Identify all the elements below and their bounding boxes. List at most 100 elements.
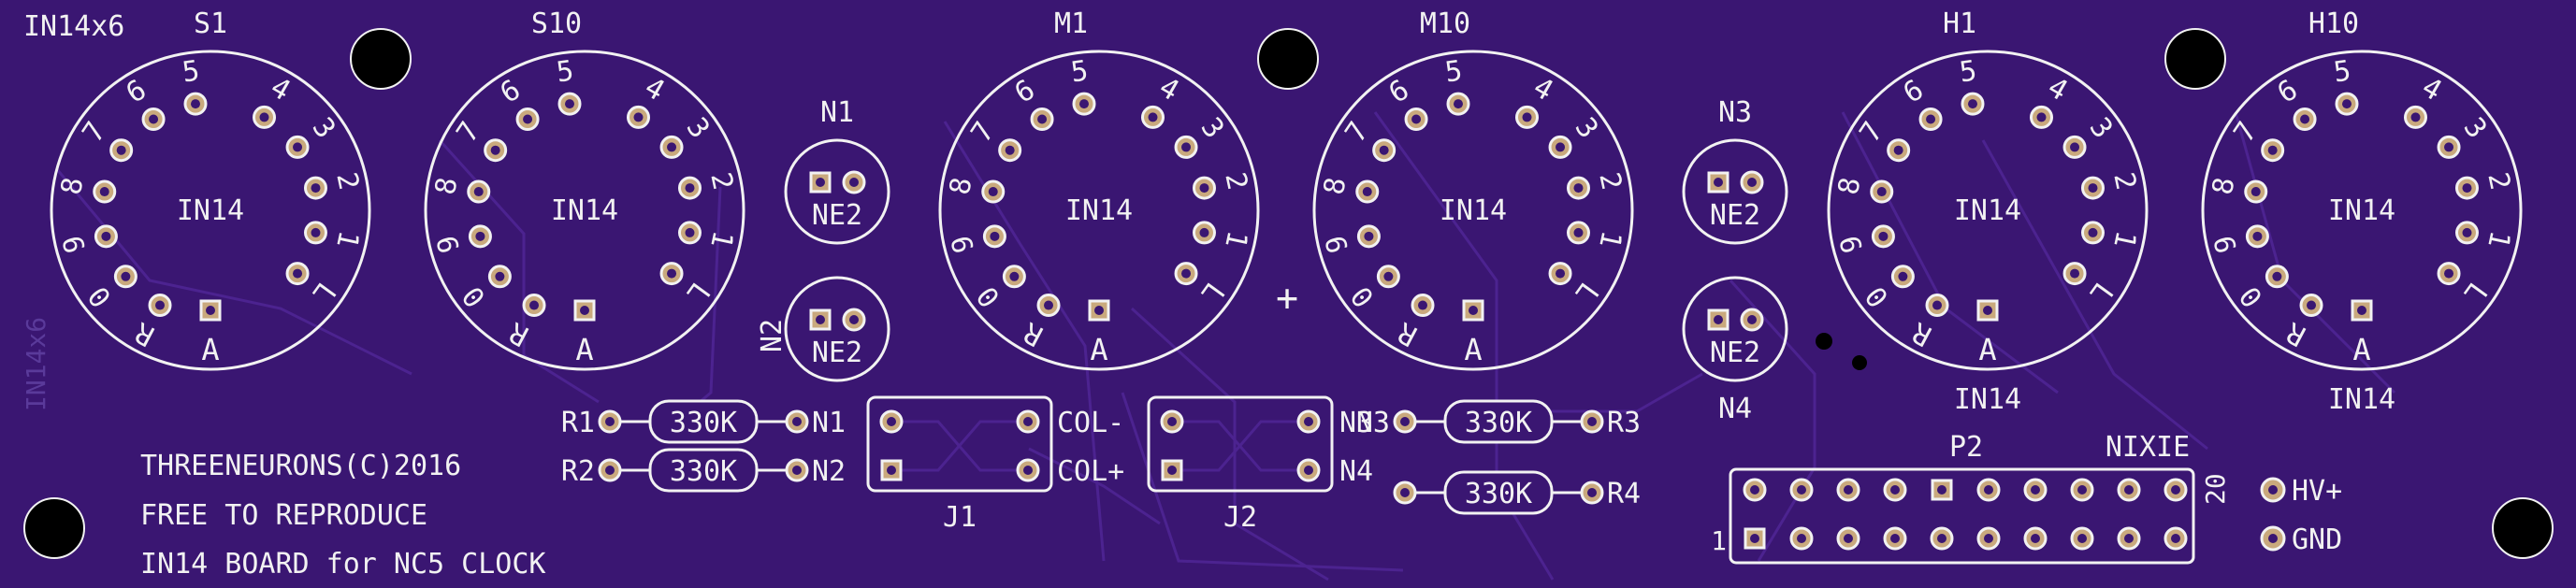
anode-label: A	[2352, 332, 2370, 367]
resistor-designator: R4	[1607, 478, 1641, 510]
cathode-label: 8	[1318, 175, 1353, 197]
power-pads: HV+ GND	[2260, 475, 2342, 556]
cathode-pad-drill	[1893, 145, 1903, 155]
header-pin-drill	[1984, 534, 1993, 543]
anode-pad-drill	[1469, 306, 1478, 315]
jumper-pad-drill	[1167, 417, 1177, 426]
cathode-pad-drill	[2252, 231, 2263, 241]
cathode-pad-drill	[495, 271, 505, 281]
header-pin-drill	[2124, 534, 2134, 543]
via	[1852, 355, 1867, 370]
cathode-pad-drill	[1876, 187, 1887, 197]
tube-outline	[424, 50, 745, 371]
tube-outline	[2201, 50, 2523, 371]
header-outline	[1729, 467, 2195, 565]
jumper-net-top: COL-	[1057, 407, 1124, 439]
jumper-outline	[866, 395, 1053, 493]
tube-part: IN14	[1065, 194, 1133, 227]
cathode-label: 8	[1832, 175, 1868, 197]
header-pin-first: 1	[1711, 525, 1727, 556]
cathode-label: 8	[55, 175, 91, 197]
tube-part: IN14	[2328, 194, 2395, 227]
header-pin-drill	[2124, 485, 2134, 495]
cathode-pad-drill	[685, 227, 695, 237]
resistor-pad-drill	[1587, 488, 1597, 497]
resistor-net: N1	[812, 407, 846, 439]
neon-designator: N1	[820, 96, 854, 129]
anode-label: A	[201, 332, 219, 367]
mounting-hole	[2492, 497, 2554, 559]
header-pin-drill	[1797, 534, 1806, 543]
cathode-pad-drill	[2070, 142, 2080, 152]
header-name: NIXIE	[2106, 431, 2190, 464]
tube-designator: S1	[194, 7, 227, 40]
credit-line-3: IN14 BOARD for NC5 CLOCK	[140, 548, 545, 581]
neon-part: NE2	[1710, 199, 1760, 232]
header-pin-drill	[1937, 485, 1946, 495]
cathode-pad-drill	[2070, 268, 2080, 279]
header-pin-drill	[2031, 534, 2040, 543]
cathode-pad-drill	[1364, 231, 1374, 241]
neon-outline	[1682, 138, 1788, 245]
resistor-pad-drill	[792, 417, 802, 426]
neon-outline	[784, 276, 890, 382]
cathode-pad-drill	[293, 268, 303, 279]
cathode-pad-drill	[2250, 187, 2261, 197]
header-pin-drill	[1890, 534, 1900, 543]
neon-pad-drill	[1714, 178, 1723, 187]
anode-pad-drill	[1983, 306, 1992, 315]
resistor-designator: R1	[561, 407, 595, 439]
jumper-net-top: N3	[1339, 407, 1373, 439]
jumper-pad-drill	[1167, 466, 1177, 475]
cathode-pad-drill	[1148, 112, 1158, 122]
neon-part: NE2	[812, 199, 862, 232]
neon-1: NE2 N1	[784, 96, 890, 245]
neon-designator: N4	[1718, 393, 1752, 425]
resistor-body	[648, 399, 759, 444]
credit-line-1: THREENEURONS(C)2016	[140, 450, 461, 482]
tube-part: IN14	[551, 194, 618, 227]
jumper-designator: J1	[943, 501, 977, 534]
resistor-value: 330K	[1465, 407, 1532, 439]
header-pin-drill	[1750, 534, 1759, 543]
neon-pad-drill	[1747, 315, 1757, 324]
cathode-pad-drill	[523, 114, 533, 124]
cathode-pad-drill	[259, 112, 269, 122]
cathode-pad-drill	[1453, 99, 1463, 109]
jumper-pad-drill	[1304, 417, 1313, 426]
cathode-pad-drill	[101, 231, 111, 241]
cathode-pad-drill	[2307, 300, 2317, 310]
cathode-pad-drill	[2088, 227, 2098, 237]
cathode-label: 5	[555, 54, 576, 89]
header-pin-drill	[1984, 485, 1993, 495]
cathode-pad-drill	[116, 145, 126, 155]
neon-outline	[784, 138, 890, 245]
jumper-designator: J2	[1223, 501, 1257, 534]
cathode-label: 5	[181, 54, 202, 89]
cathode-pad-drill	[1037, 114, 1048, 124]
resistor-pad-drill	[792, 466, 802, 475]
header-designator: P2	[1949, 431, 1983, 464]
cathode-pad-drill	[1573, 227, 1584, 237]
cathode-pad-drill	[311, 183, 321, 194]
jumper-pad-drill	[1023, 466, 1033, 475]
tube-part: IN14	[177, 194, 244, 227]
tube-part: IN14	[1440, 194, 1507, 227]
cathode-pad-drill	[1379, 145, 1389, 155]
resistor-pad-drill	[1587, 417, 1597, 426]
cathode-pad-drill	[155, 300, 166, 310]
jumper-outline	[1147, 395, 1334, 493]
tube-outline	[1312, 50, 1634, 371]
cathode-pad-drill	[1878, 231, 1889, 241]
cathode-pad-drill	[1383, 271, 1394, 281]
jumper-pad-drill	[887, 417, 896, 426]
jumper-pad-drill	[1023, 417, 1033, 426]
hv-plus-drill	[2268, 485, 2278, 495]
